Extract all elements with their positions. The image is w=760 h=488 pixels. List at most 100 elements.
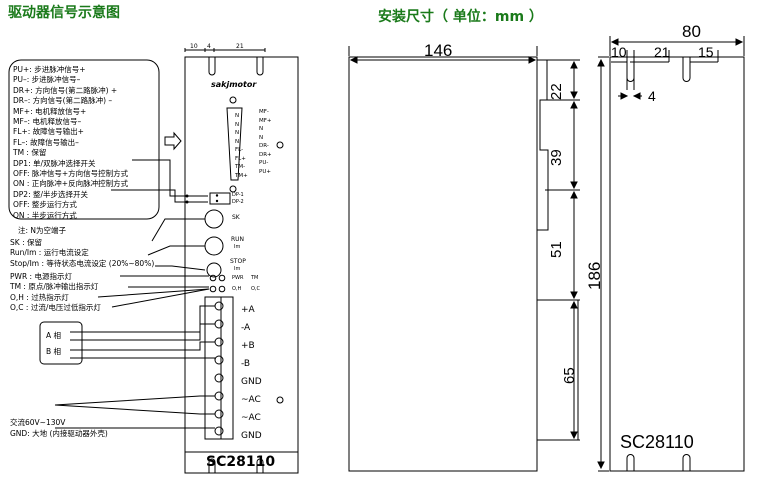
mount-slot	[626, 454, 635, 471]
pin-label: FL+	[235, 155, 246, 162]
connector-right-pins: MF- MF+ N N DR- DR+ PU- PU+	[259, 108, 272, 176]
dim-side-22: 22	[548, 83, 565, 100]
dim-side-width: 146	[424, 41, 453, 60]
pin-label: FL-	[235, 147, 244, 153]
led-oh-label: O,H	[232, 286, 242, 292]
terminal-label: ~AC	[241, 395, 261, 405]
led-tm-label: TM	[251, 275, 259, 281]
mount-slot	[682, 454, 691, 471]
stop-im-label: Im	[234, 266, 241, 272]
control-legend: SK : 保留 Run/Im : 运行电流设定 Stop/Im : 等待状态电流…	[10, 238, 154, 269]
stop-knob	[206, 262, 222, 278]
gnd-note: GND: 大地 (内接驱动器外壳)	[10, 429, 108, 438]
dim-front-15: 15	[698, 44, 714, 60]
indicator-legend: PWR : 电源指示灯 TM : 原点/脉冲输出指示灯 O,H : 过热指示灯 …	[10, 272, 101, 314]
phase-b-label: B 相	[46, 347, 62, 356]
signal-legend: PU+: 步进脉冲信号+ PU–: 步进脉冲信号– DR+: 方向信号(第二路脉…	[13, 65, 128, 221]
mount-slot	[256, 458, 264, 473]
pin-label: N	[235, 113, 240, 119]
terminal-labels: +A -A +B -B GND ~AC ~AC GND	[241, 301, 262, 445]
pin-label: TM+	[235, 172, 248, 179]
terminal-label: GND	[241, 431, 262, 441]
wiring-diagram-title: 驱动器信号示意图	[8, 5, 120, 21]
terminal-label: -A	[241, 323, 251, 333]
legend-line: O,C : 过流/电压过低指示灯	[10, 303, 101, 313]
legend-line: MF–: 电机释放信号–	[13, 117, 82, 127]
sk-knob	[204, 209, 224, 229]
front-model-label: SC28110	[620, 432, 694, 452]
panel-model-label: SC28110	[206, 454, 276, 470]
led-pwr	[209, 274, 217, 282]
legend-line: DP1: 单/双脉冲选择开关	[13, 158, 96, 168]
mount-slot	[208, 458, 216, 473]
signal-legend-box	[8, 59, 160, 220]
led-oc-label: O,C	[251, 286, 261, 292]
mount-slot	[256, 57, 264, 76]
stop-label: STOP	[230, 258, 246, 265]
pin-label: N	[235, 138, 240, 145]
pin-label: N	[259, 126, 264, 132]
dim-side-65: 65	[561, 367, 578, 384]
dim-front-height: 186	[585, 261, 604, 290]
terminal-label: GND	[241, 377, 262, 387]
pin-label: PU-	[259, 160, 269, 166]
connector-screw	[229, 96, 237, 104]
run-knob	[204, 236, 224, 256]
legend-line: DP2: 整/半步选择开关	[13, 189, 89, 199]
driver-front-panel	[184, 56, 299, 474]
empty-terminal-note: 注: N为空端子	[18, 226, 67, 235]
terminal-label: -B	[241, 359, 251, 369]
pin-label: N	[235, 130, 240, 136]
legend-line: ON : 半步运行方式	[13, 210, 77, 220]
legend-line: MF+: 电机释放信号+	[13, 106, 87, 116]
mount-slot	[682, 57, 691, 82]
pin-label: TM-	[235, 164, 246, 170]
dim-front-21: 21	[654, 44, 670, 60]
panel-dim-4: 4	[207, 43, 211, 50]
mount-slot	[208, 57, 216, 76]
led-tm	[218, 274, 226, 282]
legend-line: O,H : 过热指示灯	[10, 292, 69, 302]
legend-line: Stop/Im : 等待状态电流设定 (20%~80%)	[10, 258, 155, 268]
legend-line: FL+: 故障信号输出+	[13, 127, 84, 137]
legend-line: TM : 保留	[13, 148, 47, 158]
dim-side-39: 39	[548, 149, 565, 166]
legend-line: ON : 正向脉冲+反向脉冲控制方式	[13, 179, 129, 189]
phase-a-label: A 相	[46, 331, 62, 340]
led-pwr-label: PWR	[232, 275, 244, 281]
legend-line: OFF: 整步运行方式	[13, 200, 77, 210]
pin-label: MF+	[259, 117, 272, 124]
legend-line: OFF: 脉冲信号+方向信号控制方式	[13, 169, 129, 179]
connector-screw	[229, 185, 237, 193]
legend-line: FL–: 故障信号输出–	[13, 137, 79, 147]
led-oh	[209, 285, 217, 293]
pin-label: N	[259, 134, 264, 141]
brand-logo: sakjmotor	[211, 80, 257, 89]
dim-front-total-width: 80	[682, 22, 701, 41]
pin-label: DR+	[259, 151, 272, 158]
dim-front-10: 10	[611, 44, 627, 60]
legend-line: DR–: 方向信号(第二路脉冲) –	[13, 96, 113, 106]
mount-slot	[626, 57, 635, 82]
dimensions-title: 安装尺寸（ 单位：mm ）	[378, 9, 543, 25]
pin-label: MF-	[259, 109, 269, 115]
terminal-label: +B	[241, 341, 255, 351]
side-view-outline	[348, 56, 538, 472]
pin-label: DR-	[259, 143, 269, 149]
dsub-connector	[226, 107, 243, 181]
run-label: RUN	[231, 236, 245, 243]
dip2-label: DP-2	[232, 199, 244, 205]
dim-side-51: 51	[548, 241, 565, 258]
front-view-outline	[609, 56, 745, 472]
dim-slot-4: 4	[648, 88, 656, 104]
led-oc	[218, 285, 226, 293]
legend-line: PU–: 步进脉冲信号–	[13, 75, 81, 85]
panel-dim-10: 10	[190, 43, 198, 50]
dip-switch	[209, 192, 231, 205]
phase-box	[39, 321, 83, 365]
pin-label: N	[235, 121, 240, 128]
terminal-label: ~AC	[241, 413, 261, 423]
connector-left-pins: N N N N FL- FL+ TM- TM+	[235, 112, 248, 180]
dip1-label: DP-1	[232, 192, 244, 198]
sk-label: SK	[232, 214, 240, 221]
